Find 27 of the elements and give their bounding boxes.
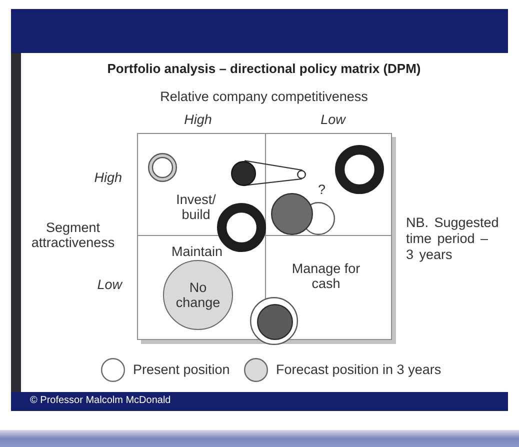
- axis-level-label: High: [94, 170, 122, 186]
- matrix-quadrant: [265, 133, 392, 236]
- legend-label: Forecast position in 3 years: [276, 362, 442, 378]
- slide-title: Portfolio analysis – directional policy matrix (DPM): [107, 61, 421, 77]
- ring-marker: [148, 152, 176, 182]
- thick-ring: [334, 144, 384, 194]
- axis-title: Relative company competitiveness: [160, 89, 368, 105]
- filled-circle: [230, 160, 256, 186]
- axis-level-label: High: [184, 112, 212, 128]
- hollow-circle: [250, 297, 298, 345]
- filled-circle: [256, 304, 292, 340]
- question-mark: ?: [318, 182, 326, 198]
- quadrant-label: Maintain: [171, 244, 223, 259]
- matrix-quadrant: [265, 235, 392, 340]
- circle-label: No change: [174, 280, 222, 310]
- axis-level-label: Low: [97, 277, 122, 293]
- axis-title: Segment attractiveness: [30, 220, 116, 250]
- quadrant-label: Invest/ build: [175, 192, 217, 222]
- axis-level-label: Low: [320, 112, 346, 128]
- legend-label: Present position: [133, 362, 230, 378]
- shaded-circle: [271, 193, 313, 235]
- note-text: NB. Suggested time period – 3 years: [406, 215, 500, 263]
- matrix-quadrant: [137, 235, 266, 340]
- connector: [244, 160, 302, 186]
- small-circle: [296, 170, 306, 179]
- quadrant-label: Manage for cash: [290, 261, 362, 291]
- copyright-text: © Professor Malcolm McDonald: [30, 395, 171, 407]
